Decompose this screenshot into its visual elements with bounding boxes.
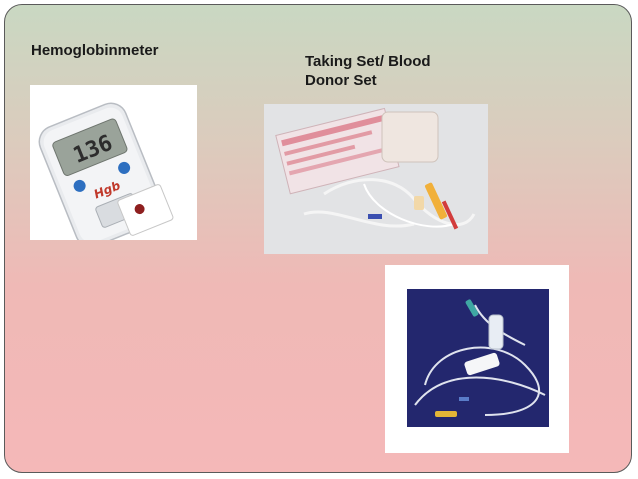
taking-set-label-line2: Donor Set — [305, 72, 377, 89]
hemoglobinmeter-label: Hemoglobinmeter — [31, 42, 159, 59]
donor-set-photo — [385, 265, 569, 453]
taking-set-illustration — [264, 104, 488, 254]
donor-set-illustration — [385, 265, 569, 453]
hemoglobinmeter-illustration: 136 Hgb — [30, 85, 197, 240]
taking-set-label: Taking Set/ Blood Donor Set — [305, 52, 465, 90]
hemoglobinmeter-photo: 136 Hgb — [30, 85, 197, 240]
taking-set-label-line1: Taking Set/ Blood — [305, 53, 431, 70]
taking-set-photo — [264, 104, 488, 254]
slide: Hemoglobinmeter Taking Set/ Blood Donor … — [4, 4, 632, 473]
